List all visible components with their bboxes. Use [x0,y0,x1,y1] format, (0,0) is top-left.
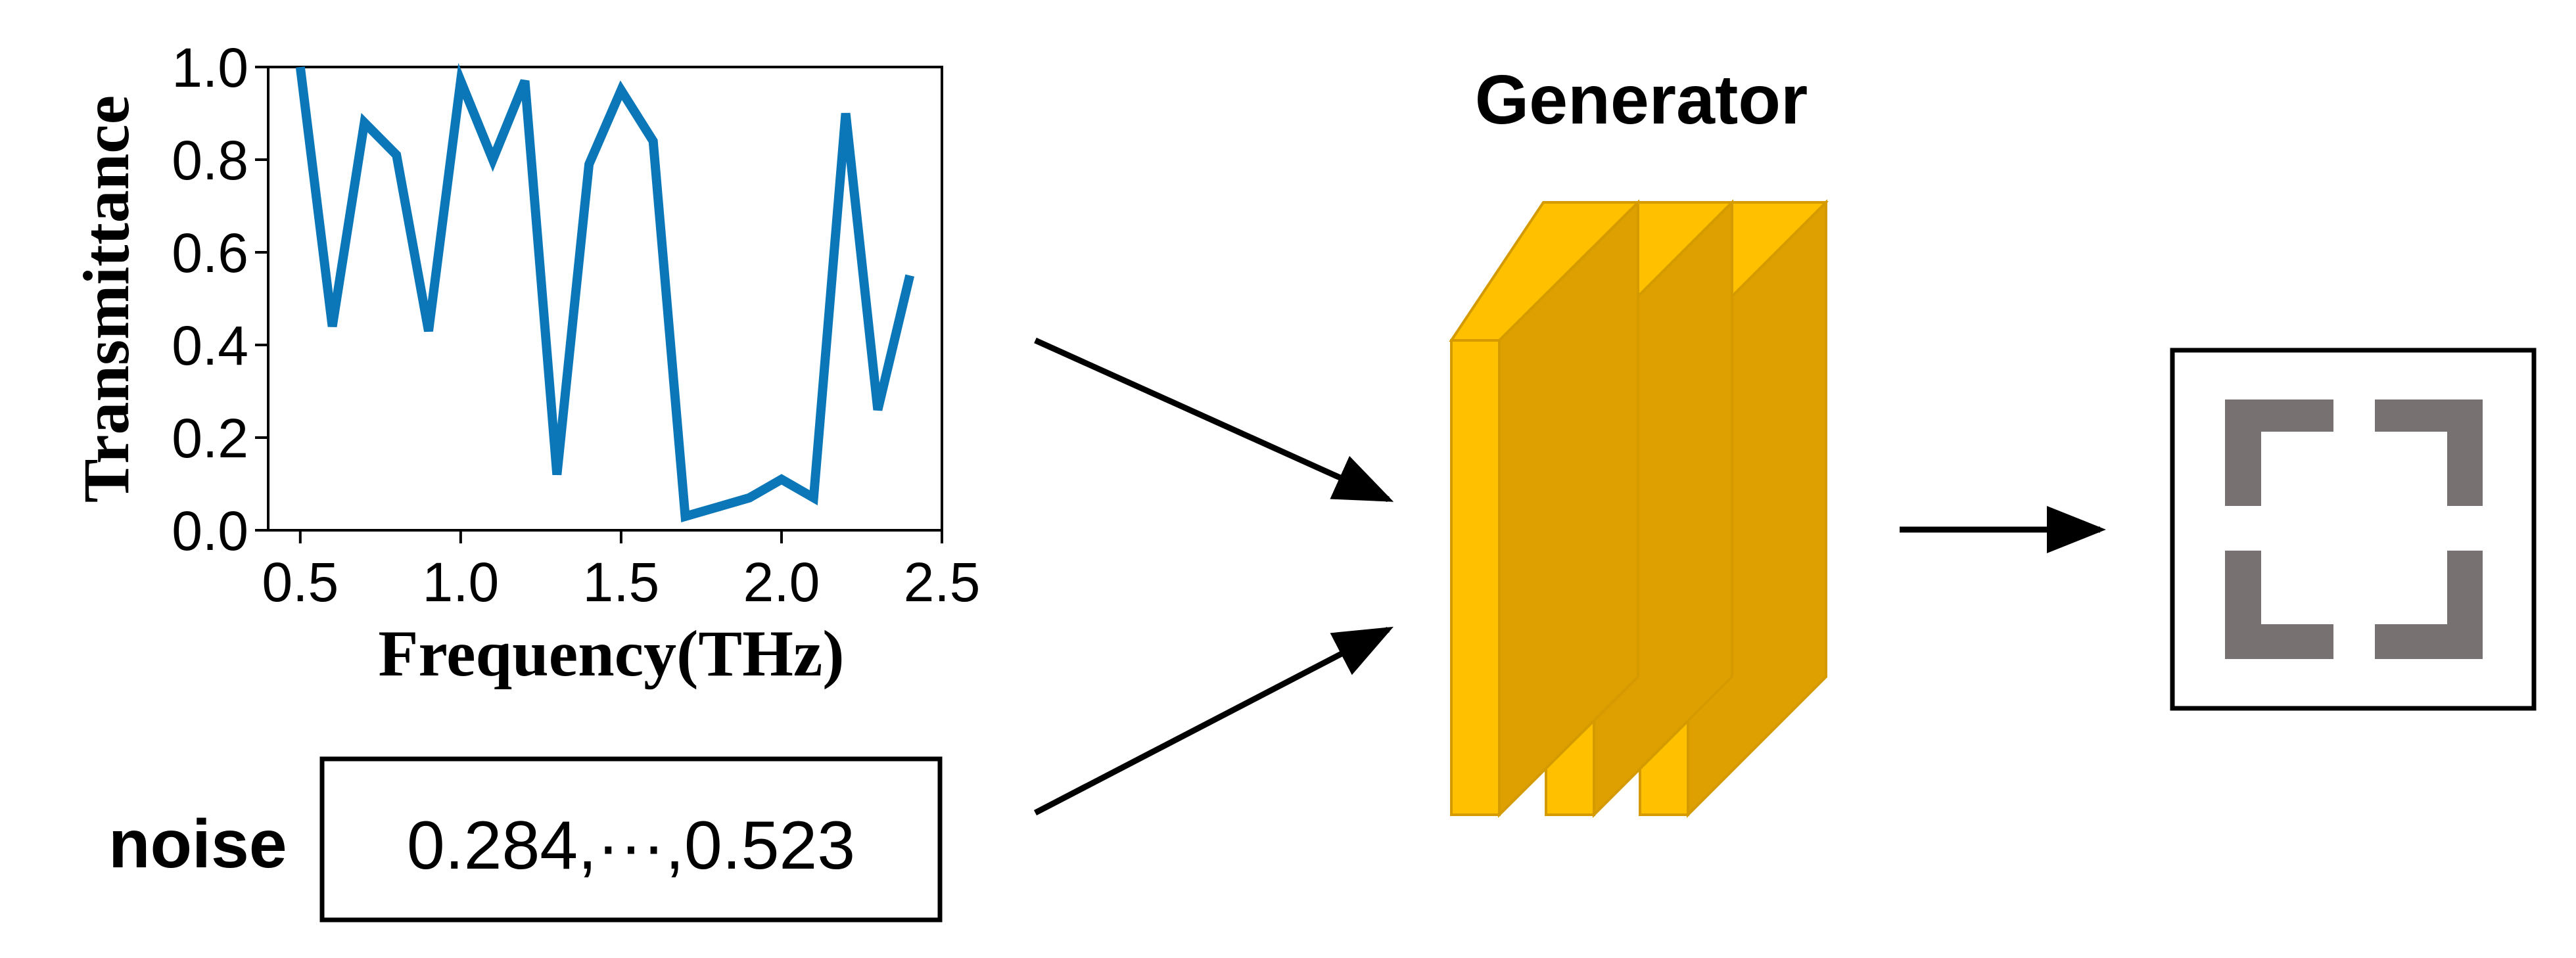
chart-y-axis-label: Transmittance [70,95,143,503]
y-tick-label: 0.0 [172,500,248,562]
transmittance-series-line [295,62,915,522]
spectrum-to-generator-arrow [1034,337,1394,503]
y-tick-label: 1.0 [172,37,248,99]
chart-series-group [295,62,915,522]
output-pattern [2170,348,2537,711]
chart-plot-frame [267,66,943,532]
y-tick-label: 0.6 [172,222,248,284]
y-tick-label: 0.4 [172,315,248,376]
x-axis-ticks: 0.5 1.0 1.5 2.0 2.5 [262,530,980,613]
generator-title: Generator [1475,61,1808,139]
y-axis-ticks: 0.0 0.2 0.4 0.6 0.8 1.0 [172,37,268,562]
x-tick-label: 1.0 [422,551,499,613]
x-tick-label: 0.5 [262,551,339,613]
x-tick-label: 2.0 [743,551,820,613]
noise-vector-box [319,756,943,923]
noise-to-generator-arrow [1033,626,1393,815]
noise-label: noise [108,806,287,882]
transmittance-chart: 0.0 0.2 0.4 0.6 0.8 1.0 0.5 1.0 1.5 2.0 2.5 Trans… [70,37,980,690]
x-tick-label: 2.5 [904,551,981,613]
generator-layers [1449,199,1829,818]
generator-layer-1 [1449,199,1641,818]
noise-input: noise 0.284,···,0.523 [108,756,943,923]
y-tick-label: 0.2 [172,407,248,469]
noise-vector-value: 0.284,···,0.523 [407,808,855,884]
x-tick-label: 1.5 [583,551,660,613]
y-tick-label: 0.8 [172,129,248,191]
chart-x-axis-label: Frequency(THz) [378,617,844,690]
corner-brackets-icon [2225,399,2483,659]
